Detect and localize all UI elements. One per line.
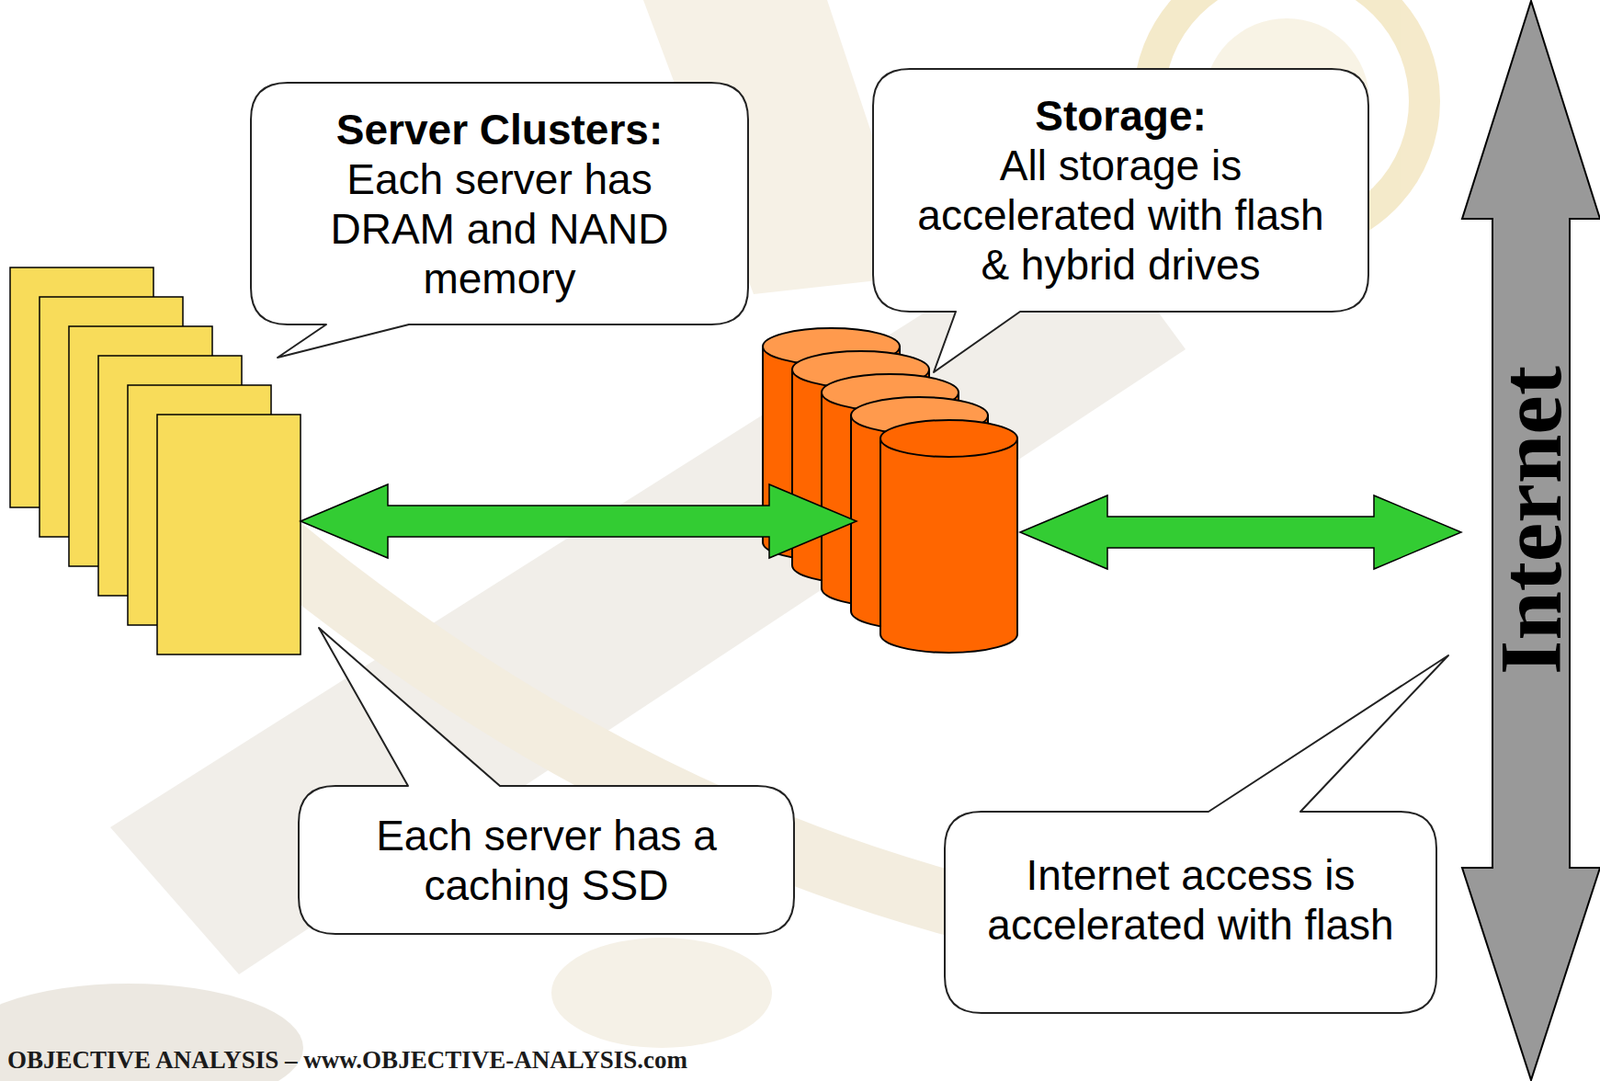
server-stack bbox=[10, 267, 301, 655]
callout-outline bbox=[298, 785, 795, 934]
internet-arrow: Internet bbox=[1461, 0, 1600, 1081]
footer-credit: OBJECTIVE ANALYSIS – www.OBJECTIVE-ANALY… bbox=[7, 1045, 688, 1075]
callout-shape bbox=[944, 655, 1449, 1013]
storage-cylinders bbox=[762, 328, 1018, 653]
callout-heading: Server Clusters: bbox=[288, 104, 712, 155]
internet-label: Internet bbox=[1493, 365, 1569, 675]
callout-shape bbox=[873, 68, 1369, 373]
callout-box: Each server has a caching SSD bbox=[298, 785, 795, 934]
storage-cylinder bbox=[880, 419, 1018, 653]
server-card bbox=[157, 414, 301, 655]
callout-shape bbox=[298, 627, 795, 934]
callout-text: Internet access is accelerated with flas… bbox=[979, 850, 1403, 950]
watermark-knob bbox=[551, 937, 772, 1048]
callout-box: Server Clusters:Each server has DRAM and… bbox=[250, 82, 749, 325]
callout-heading: Storage: bbox=[909, 90, 1333, 141]
callout-text: All storage is accelerated with flash & … bbox=[909, 140, 1333, 290]
double-arrow-vertical bbox=[1462, 0, 1600, 1080]
double-arrow bbox=[300, 484, 857, 558]
callout-text: Each server has DRAM and NAND memory bbox=[288, 154, 712, 304]
callout-shape bbox=[250, 82, 749, 358]
data-flow-arrows bbox=[300, 484, 1462, 569]
callout-box: Storage:All storage is accelerated with … bbox=[873, 68, 1369, 312]
callout-box: Internet access is accelerated with flas… bbox=[944, 811, 1437, 1013]
callout-text: Each server has a caching SSD bbox=[335, 810, 759, 910]
double-arrow bbox=[1020, 495, 1462, 569]
watermark-arc bbox=[110, 395, 1057, 929]
